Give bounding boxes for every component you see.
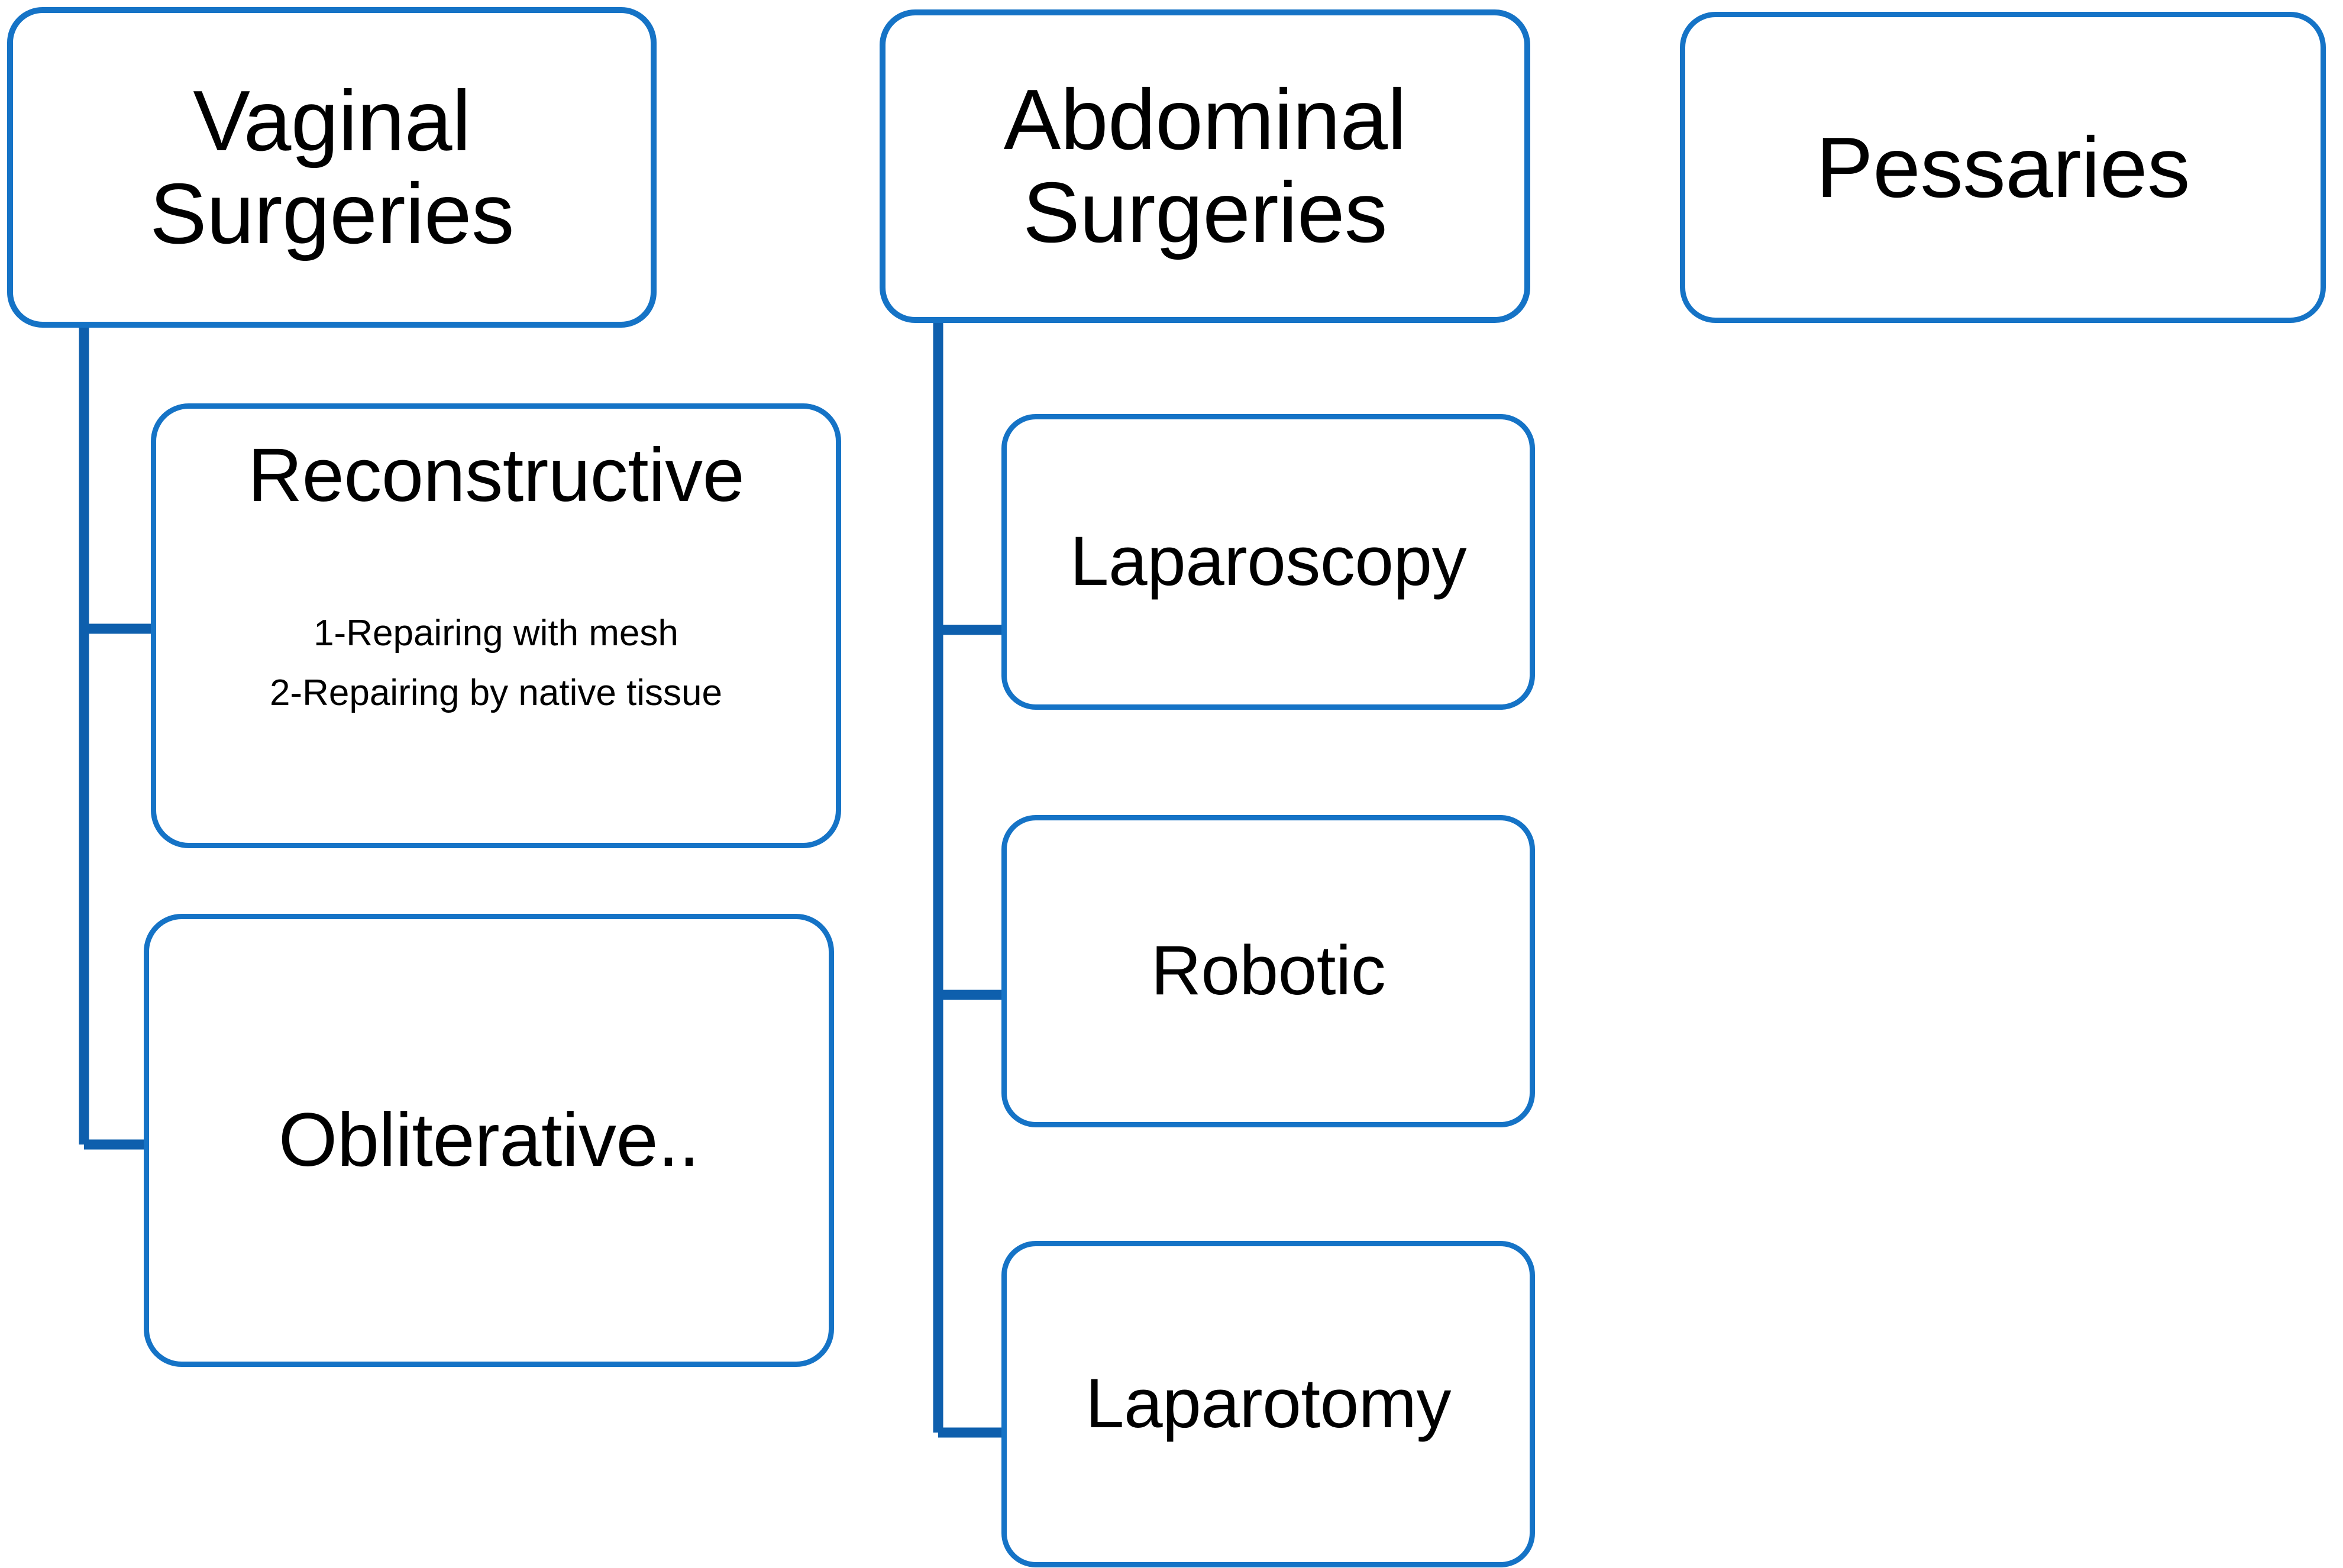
node-reconstructive-item-2: 2-Repairing by native tissue (269, 672, 723, 713)
node-vaginal-surgeries[interactable]: Vaginal Surgeries (7, 7, 657, 328)
node-obliterative[interactable]: Obliterative.. (144, 914, 834, 1367)
node-laparotomy[interactable]: Laparotomy (1001, 1241, 1535, 1567)
node-laparoscopy[interactable]: Laparoscopy (1001, 414, 1535, 710)
node-reconstructive[interactable]: Reconstructive 1-Repairing with mesh 2-R… (151, 403, 841, 848)
node-pessaries-label: Pessaries (1815, 119, 2190, 215)
node-robotic-label: Robotic (1151, 932, 1386, 1010)
node-abdominal-surgeries[interactable]: Abdominal Surgeries (880, 9, 1530, 323)
node-pessaries[interactable]: Pessaries (1680, 12, 2326, 323)
node-laparoscopy-label: Laparoscopy (1069, 522, 1467, 601)
node-reconstructive-item-1: 1-Repairing with mesh (314, 613, 678, 654)
node-robotic[interactable]: Robotic (1001, 815, 1535, 1127)
node-obliterative-label: Obliterative.. (278, 1097, 700, 1182)
node-vaginal-surgeries-label: Vaginal Surgeries (149, 73, 515, 261)
node-reconstructive-items: 1-Repairing with mesh 2-Repairing by nat… (156, 604, 836, 723)
node-abdominal-surgeries-label: Abdominal Surgeries (1003, 72, 1407, 260)
node-laparotomy-label: Laparotomy (1085, 1365, 1452, 1443)
node-reconstructive-label: Reconstructive (247, 433, 745, 518)
